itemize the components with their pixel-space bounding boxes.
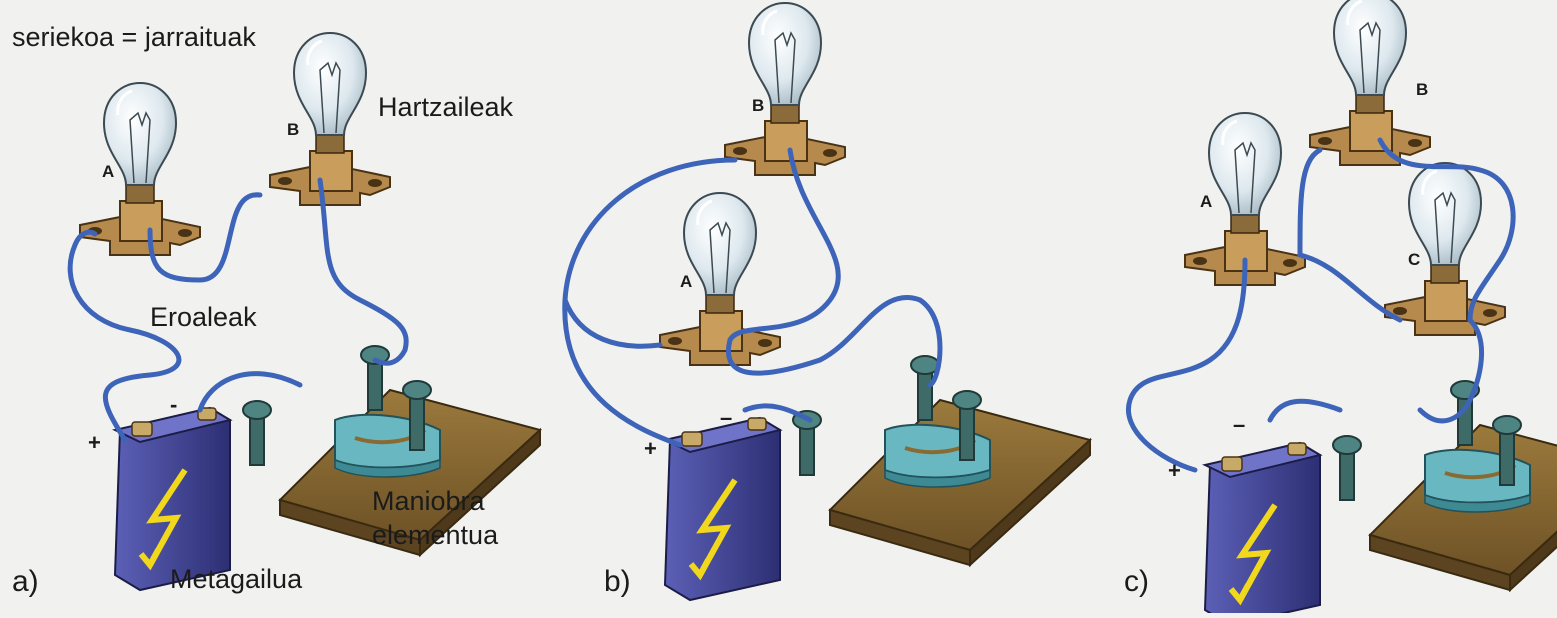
bulb-a [78,81,202,257]
power-unit-b [665,356,1090,600]
switch-label: Maniobra elementua [372,484,498,552]
minus-sign-a: - [170,392,178,417]
bulb-c-c [1383,161,1507,337]
minus-sign-b: – [720,405,733,430]
bulb-a-bottom [658,191,782,367]
power-unit-c [1205,381,1557,613]
conductors-label: Eroaleak [150,302,257,332]
plus-sign-a: + [88,430,101,455]
switch-label-line1: Maniobra [372,486,485,516]
bulb-letter-a: A [102,162,115,181]
bulb-letter-a-panel-b: A [680,272,693,291]
power-unit-a [115,346,540,590]
bulb-letter-a-panel-c: A [1200,192,1213,211]
bulb-c-b [1308,0,1432,167]
plus-sign-b: + [644,436,657,461]
bulb-letter-c-panel-c: C [1408,250,1421,269]
wires-c [1125,137,1516,473]
bulb-b-top [723,1,847,177]
bulb-letter-b-panel-b: B [752,96,765,115]
title-label: seriekoa = jarraituak [12,22,256,52]
bulb-b [268,31,392,207]
minus-sign-c: – [1233,412,1246,437]
plus-sign-c: + [1168,458,1181,483]
switch-label-line2: elementua [372,520,499,550]
circuit-b [562,1,1090,600]
wires-b [562,147,943,448]
wires-a [67,177,409,443]
circuit-a [67,31,540,590]
bulb-letter-b: B [287,120,300,139]
panel-tag-b: b) [604,565,631,598]
panel-tag-c: c) [1124,565,1149,598]
circuit-c [1125,0,1557,613]
battery-label: Metagailua [170,564,303,594]
panel-tag-a: a) [12,565,39,598]
bulb-letter-b-panel-c: B [1416,80,1429,99]
receivers-label: Hartzaileak [378,92,514,122]
